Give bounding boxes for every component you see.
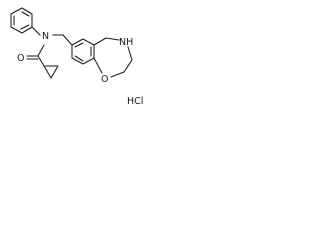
phenyl-ring — [10, 7, 33, 34]
ring-nitrogen-label: NH — [119, 37, 133, 48]
salt-label: HCl — [127, 96, 143, 107]
cyclopropane-ring — [43, 65, 59, 79]
bond-ch2-ring — [62, 34, 73, 46]
amide-nitrogen-label: N — [42, 31, 49, 42]
carbonyl-double-bond — [26, 55, 39, 60]
benzo-ring — [71, 38, 95, 65]
chemical-structure: N O NH O HCl — [10, 7, 143, 107]
bond-carbonyl-cyclopropyl — [37, 55, 45, 67]
ring-oxygen-label: O — [101, 74, 108, 85]
bond-n-carbonyl — [37, 44, 45, 57]
bond-phenyl-n — [31, 26, 41, 36]
oxazepine-ring — [93, 37, 133, 78]
carbonyl-oxygen-label: O — [17, 53, 24, 64]
